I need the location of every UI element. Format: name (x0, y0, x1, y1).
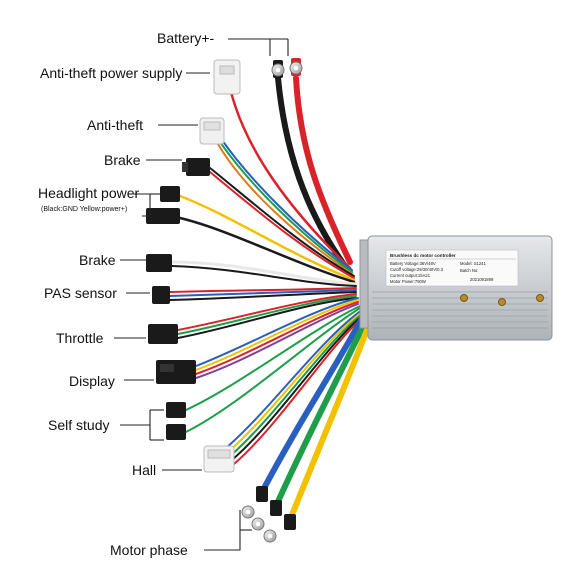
headlight-connector-yellow (160, 186, 180, 202)
controller-batch-number: 2021091899 (470, 277, 494, 282)
label-motor-phase: Motor phase (110, 542, 188, 558)
motor-phase-yellow-wire (287, 319, 373, 523)
controller-label-sticker (385, 249, 519, 287)
hall-connector (203, 445, 235, 473)
motor-controller: Brushless dc motor controller Battery Vo… (359, 235, 553, 341)
antitheft-power-connector (213, 59, 241, 95)
throttle-wire-3 (177, 297, 357, 339)
labels: Battery+- Anti-theft power supply Anti-t… (38, 30, 215, 558)
label-pas: PAS sensor (44, 285, 117, 301)
wires (169, 75, 373, 523)
pas-wire-2 (169, 289, 357, 297)
controller-screw-2 (498, 298, 506, 306)
connectors (146, 58, 303, 543)
controller-screw-1 (460, 294, 468, 302)
label-headlight: Headlight power (38, 185, 140, 201)
controller-current-output: Current output:15A21 (390, 273, 431, 278)
label-brake-top: Brake (104, 152, 141, 168)
display-wire-4 (195, 303, 359, 379)
battery-red-wire (293, 75, 353, 265)
throttle-wire-1 (177, 293, 357, 331)
hall-wire-1 (225, 309, 363, 449)
antitheft-power-red-wire (228, 86, 352, 270)
throttle-connector (148, 324, 178, 344)
display-wire-3 (195, 301, 359, 375)
self-study-wire-2 (185, 307, 361, 433)
motor-phase-blue-wire (259, 315, 365, 495)
label-antitheft-power: Anti-theft power supply (40, 65, 182, 81)
brake-top-wire-2 (209, 171, 355, 279)
controller-battery-voltage: Battery Voltage:36V/48V (390, 261, 436, 266)
label-hall: Hall (132, 462, 156, 478)
hall-wire-5 (233, 317, 363, 465)
antitheft-wire-1 (221, 139, 353, 271)
throttle-wire-2 (177, 295, 357, 335)
self-study-wire-1 (185, 305, 361, 411)
brake-bottom-connector (146, 254, 172, 272)
display-wire-1 (195, 297, 359, 367)
brake-bottom-wire-2 (171, 265, 357, 287)
hall-wire-2 (227, 311, 363, 453)
brake-top-connector (182, 158, 210, 176)
controller-motor-power: Motor Power:750W (390, 279, 426, 284)
controller-model: Model: S1241 (460, 261, 487, 266)
pas-wire-3 (169, 291, 357, 301)
label-self-study: Self study (48, 417, 109, 433)
headlight-black-wire (178, 216, 356, 284)
leader-lines (114, 38, 289, 551)
self-study-connector-1 (166, 402, 186, 418)
label-throttle: Throttle (56, 330, 104, 346)
antitheft-wire-2 (219, 141, 353, 273)
battery-black-wire (275, 75, 348, 269)
display-connector (156, 360, 196, 384)
motor-phase-terminals (241, 486, 296, 543)
label-headlight-note: (Black:GND Yellow:power+) (41, 206, 127, 213)
label-antitheft: Anti-theft (87, 117, 143, 133)
antitheft-connector (199, 117, 225, 145)
headlight-yellow-wire (178, 194, 356, 282)
controller-screw-3 (536, 294, 544, 302)
display-wire-2 (195, 299, 359, 371)
brake-bottom-wire-1 (170, 260, 358, 286)
controller-cutoff-voltage: Cutoff voltage:29/30/40V/0.3 (390, 267, 444, 272)
pas-connector (152, 286, 170, 304)
label-battery: Battery+- (157, 30, 215, 46)
motor-phase-green-wire (273, 317, 369, 509)
label-display: Display (69, 373, 115, 389)
brake-top-wire-1 (209, 167, 355, 277)
label-brake-bottom: Brake (79, 252, 116, 268)
hall-wire-3 (229, 313, 363, 457)
headlight-connector-black (146, 208, 180, 224)
self-study-connector-2 (166, 424, 186, 440)
controller-batch-label: Batch No: (460, 268, 478, 273)
hall-wire-4 (231, 315, 363, 461)
battery-terminals (271, 58, 303, 78)
controller-title: Brushless dc motor controller (390, 253, 456, 258)
antitheft-wire-3 (217, 143, 353, 275)
pas-wire-1 (169, 287, 357, 293)
